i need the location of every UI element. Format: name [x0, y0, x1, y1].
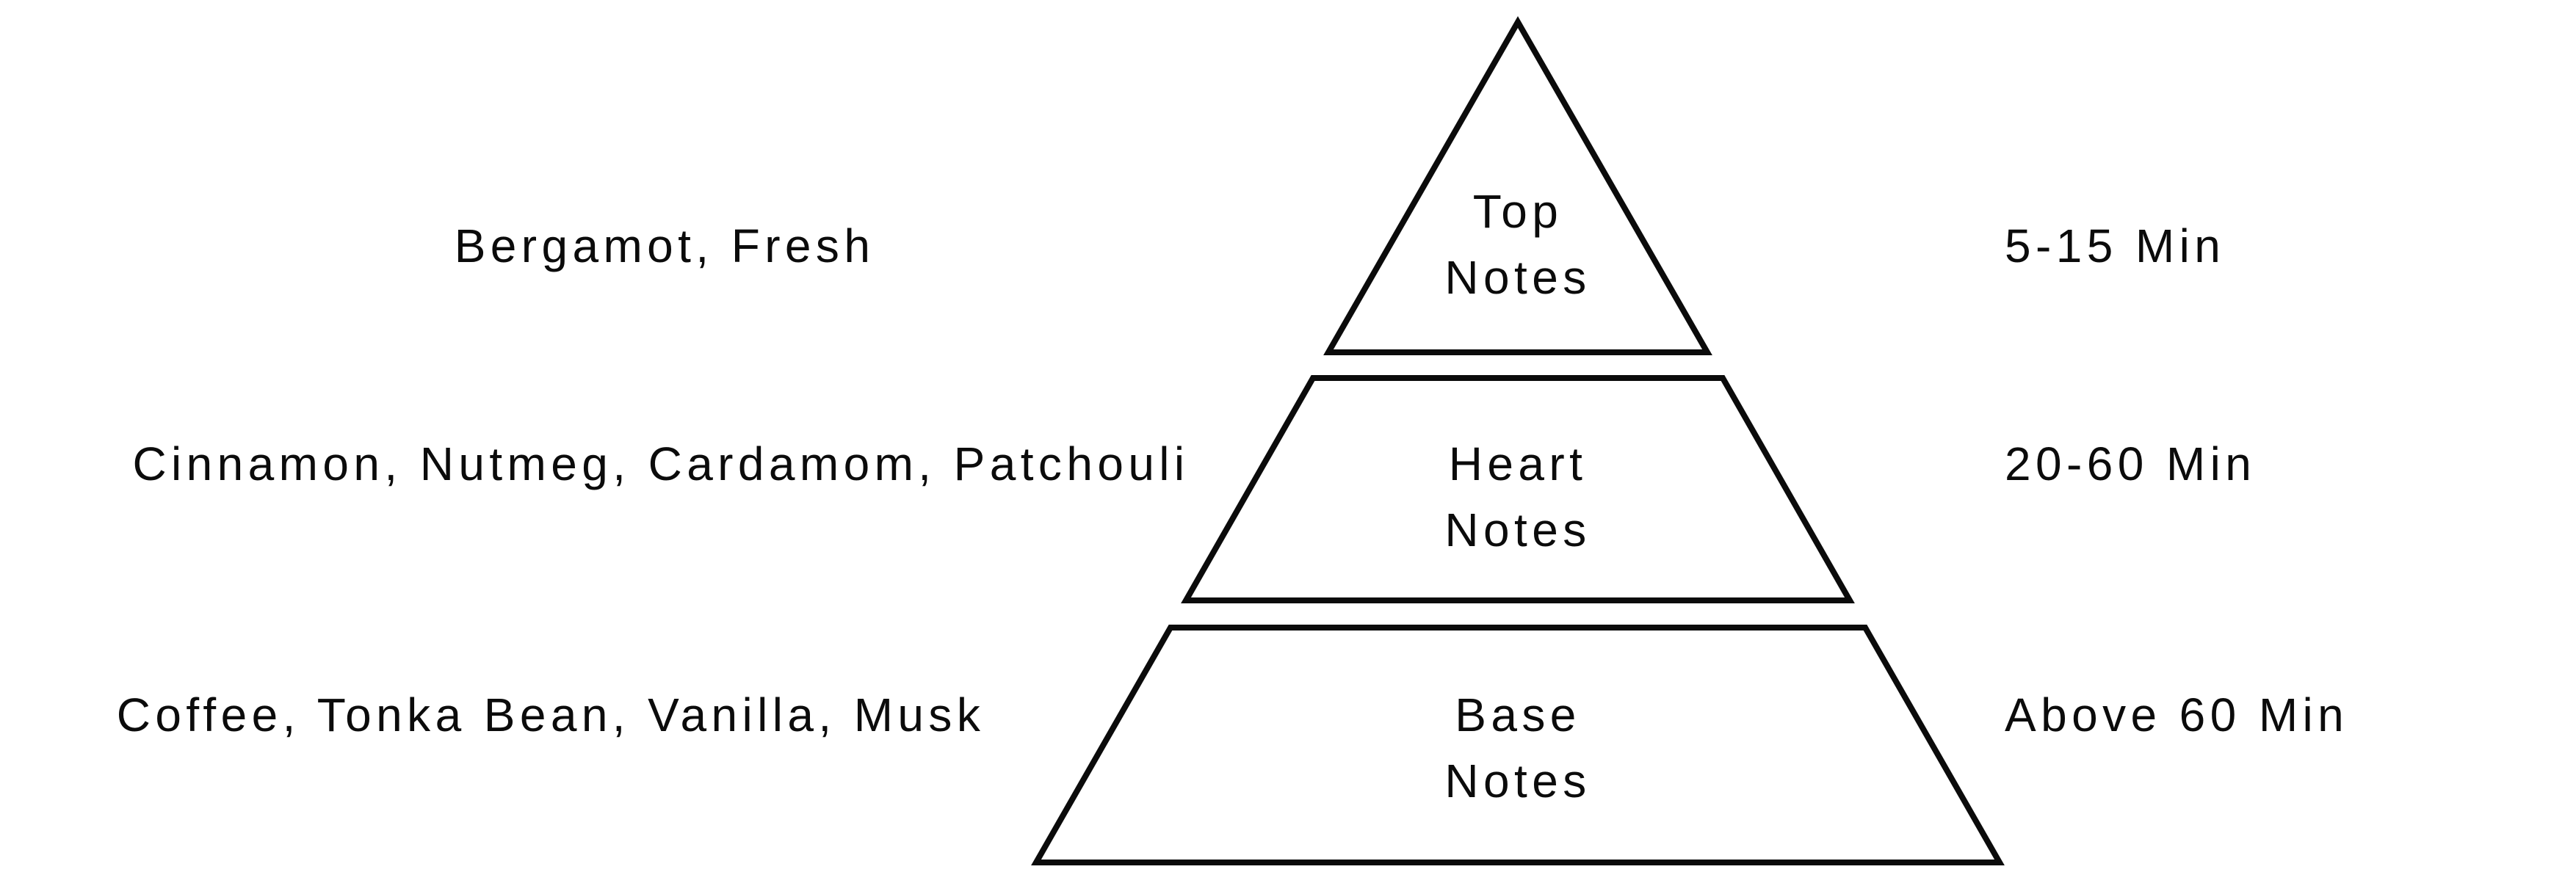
top-notes-duration: 5-15 Min [2005, 219, 2226, 272]
base-notes-ingredients: Coffee, Tonka Bean, Vanilla, Musk [116, 688, 985, 741]
base-notes-trapezoid [1031, 625, 2005, 865]
base-notes-label: Base Notes [1444, 688, 1591, 807]
heart-notes-ingredients: Cinnamon, Nutmeg, Cardamom, Patchouli [132, 437, 1190, 490]
top-notes-ingredients: Bergamot, Fresh [454, 219, 875, 272]
heart-notes-duration: 20-60 Min [2005, 437, 2257, 490]
base-notes-duration: Above 60 Min [2005, 688, 2349, 741]
top-notes-triangle [1323, 15, 1712, 355]
heart-notes-trapezoid [1181, 375, 1855, 603]
heart-notes-label: Heart Notes [1444, 437, 1591, 556]
top-notes-label: Top Notes [1444, 185, 1591, 304]
